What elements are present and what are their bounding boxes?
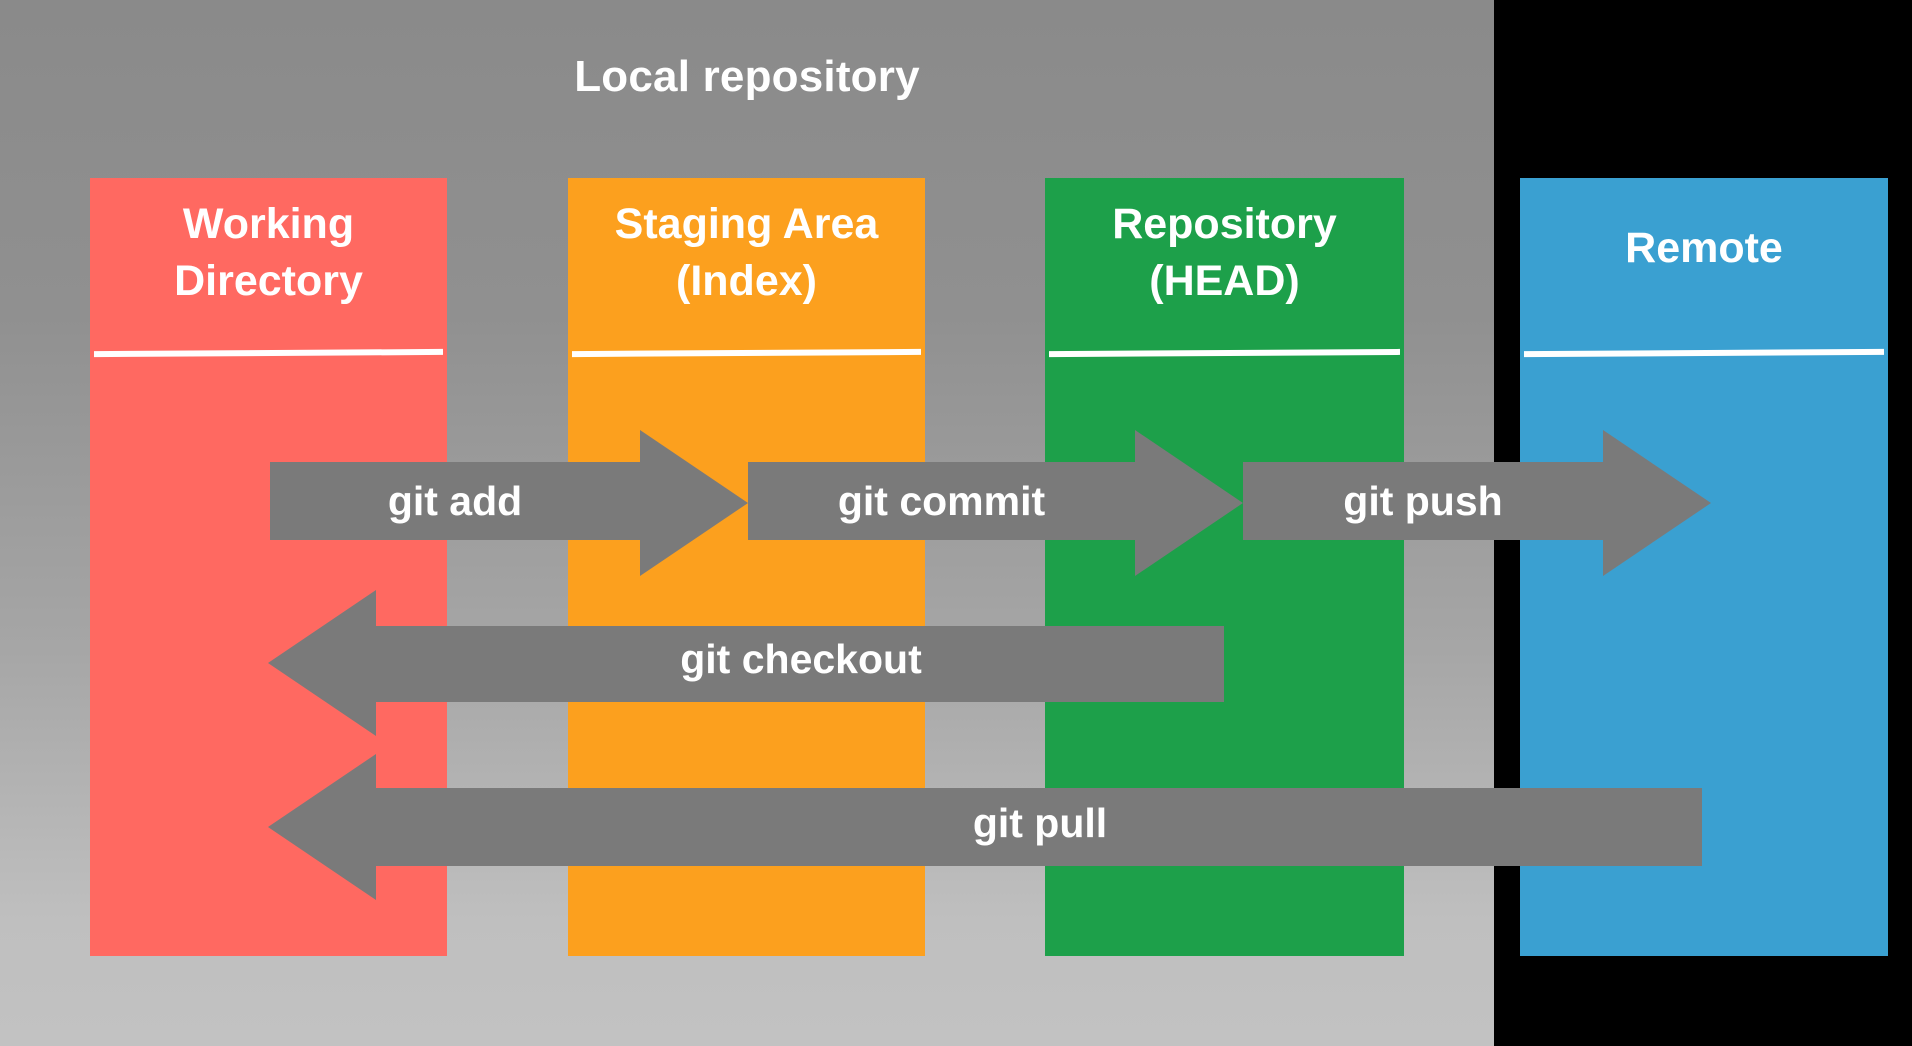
arrow-git-pull[interactable]: git pull	[266, 752, 1704, 902]
column-label-working-directory: Working Directory	[174, 200, 363, 305]
page-title: Local repository	[574, 52, 920, 101]
column-divider-working-directory	[93, 348, 444, 358]
arrow-git-commit[interactable]: git commit	[748, 428, 1245, 578]
column-label-remote: Remote	[1625, 224, 1783, 272]
column-label-staging-area: Staging Area (Index)	[614, 200, 879, 305]
arrow-git-push[interactable]: git push	[1243, 428, 1713, 578]
column-label-repository-head: Repository (HEAD)	[1112, 200, 1337, 305]
column-divider-repository-head	[1048, 348, 1401, 358]
column-divider-staging-area	[571, 348, 922, 358]
arrow-git-add[interactable]: git add	[270, 428, 750, 578]
column-divider-remote	[1523, 348, 1885, 358]
arrow-git-checkout[interactable]: git checkout	[266, 588, 1226, 738]
